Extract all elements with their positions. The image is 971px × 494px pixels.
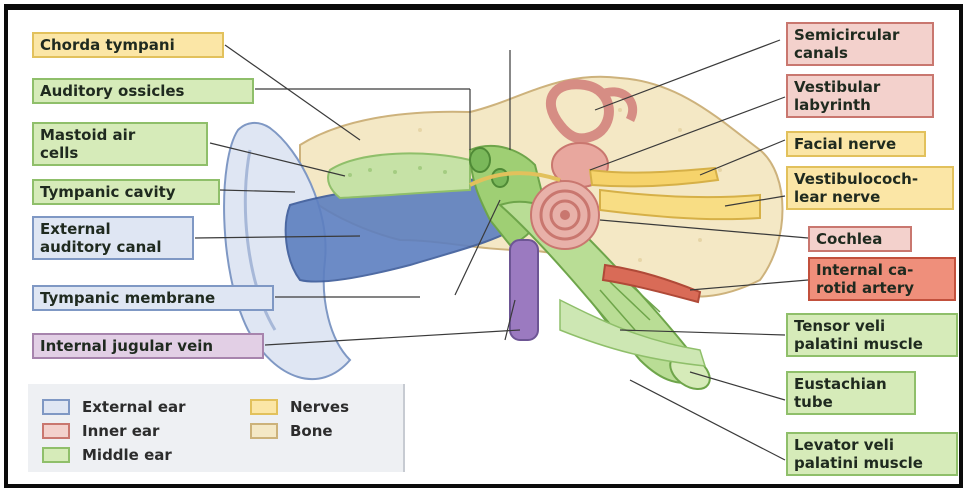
label-text: Auditory ossicles xyxy=(40,82,246,100)
legend-swatch xyxy=(250,399,278,415)
label-text: lear nerve xyxy=(794,188,946,206)
label-text: tube xyxy=(794,393,908,411)
label-text: rotid artery xyxy=(816,279,948,297)
label-vestibulocochlear-nerve: Vestibulococh- lear nerve xyxy=(786,166,954,210)
label-text: Eustachian xyxy=(794,375,908,393)
label-internal-carotid-artery: Internal ca- rotid artery xyxy=(808,257,956,301)
label-vestibular-labyrinth: Vestibular labyrinth xyxy=(786,74,934,118)
label-text: auditory canal xyxy=(40,238,186,256)
label-tympanic-cavity: Tympanic cavity xyxy=(32,179,220,205)
legend-inner-ear: Inner ear xyxy=(42,422,159,440)
legend-label: Middle ear xyxy=(82,446,172,464)
label-text: Internal ca- xyxy=(816,261,948,279)
legend-nerves: Nerves xyxy=(250,398,349,416)
ossicle xyxy=(470,148,490,172)
legend-middle-ear: Middle ear xyxy=(42,446,172,464)
label-text: labyrinth xyxy=(794,96,926,114)
label-levator-veli-palatini: Levator veli palatini muscle xyxy=(786,432,958,476)
legend-swatch xyxy=(42,399,70,415)
legend-label: External ear xyxy=(82,398,186,416)
legend: External ear Inner ear Middle ear Nerves… xyxy=(28,384,405,472)
label-internal-jugular-vein: Internal jugular vein xyxy=(32,333,264,359)
label-text: Semicircular xyxy=(794,26,926,44)
legend-swatch xyxy=(42,423,70,439)
legend-bone: Bone xyxy=(250,422,333,440)
label-text: Vestibulococh- xyxy=(794,170,946,188)
label-text: Levator veli xyxy=(794,436,950,454)
label-text: Facial nerve xyxy=(794,135,918,153)
label-text: Chorda tympani xyxy=(40,36,216,54)
label-chorda-tympani: Chorda tympani xyxy=(32,32,224,58)
label-text: cells xyxy=(40,144,200,162)
label-tympanic-membrane: Tympanic membrane xyxy=(32,285,274,311)
label-text: Tympanic membrane xyxy=(40,289,266,307)
label-tensor-veli-palatini: Tensor veli palatini muscle xyxy=(786,313,958,357)
legend-label: Nerves xyxy=(290,398,349,416)
label-semicircular-canals: Semicircular canals xyxy=(786,22,934,66)
label-external-auditory-canal: External auditory canal xyxy=(32,216,194,260)
label-text: External xyxy=(40,220,186,238)
label-cochlea: Cochlea xyxy=(808,226,912,252)
legend-external-ear: External ear xyxy=(42,398,186,416)
label-text: Mastoid air xyxy=(40,126,200,144)
label-text: Vestibular xyxy=(794,78,926,96)
cochlea-shape xyxy=(531,181,599,249)
label-auditory-ossicles: Auditory ossicles xyxy=(32,78,254,104)
legend-label: Bone xyxy=(290,422,333,440)
label-text: Cochlea xyxy=(816,230,904,248)
legend-swatch xyxy=(42,447,70,463)
label-facial-nerve: Facial nerve xyxy=(786,131,926,157)
label-text: palatini muscle xyxy=(794,335,950,353)
legend-swatch xyxy=(250,423,278,439)
label-text: canals xyxy=(794,44,926,62)
jugular-vein xyxy=(510,240,538,340)
label-text: Tympanic cavity xyxy=(40,183,212,201)
label-mastoid-air-cells: Mastoid air cells xyxy=(32,122,208,166)
label-text: Internal jugular vein xyxy=(40,337,256,355)
label-text: palatini muscle xyxy=(794,454,950,472)
label-text: Tensor veli xyxy=(794,317,950,335)
legend-label: Inner ear xyxy=(82,422,159,440)
label-eustachian-tube: Eustachian tube xyxy=(786,371,916,415)
